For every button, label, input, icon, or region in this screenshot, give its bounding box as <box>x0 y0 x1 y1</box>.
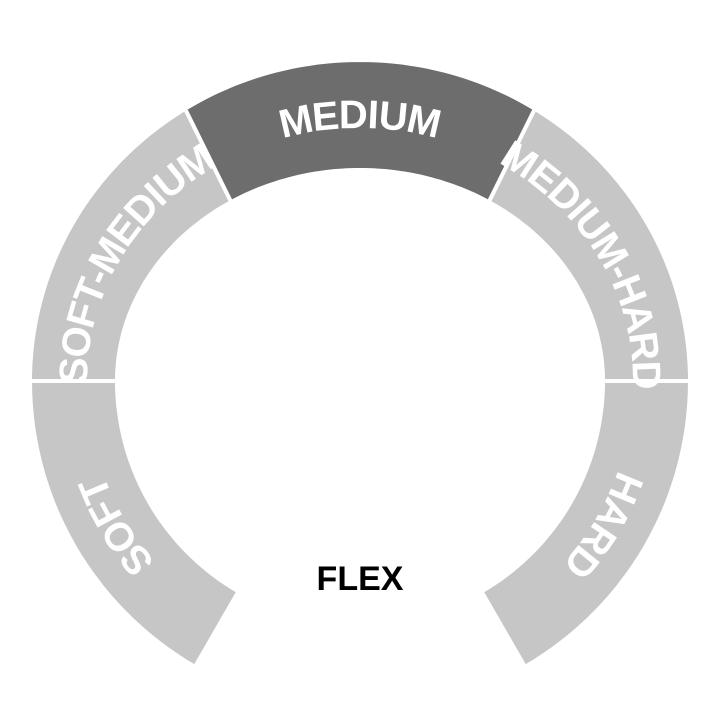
flex-title: FLEX <box>317 560 404 598</box>
segment-hard <box>478 379 693 670</box>
